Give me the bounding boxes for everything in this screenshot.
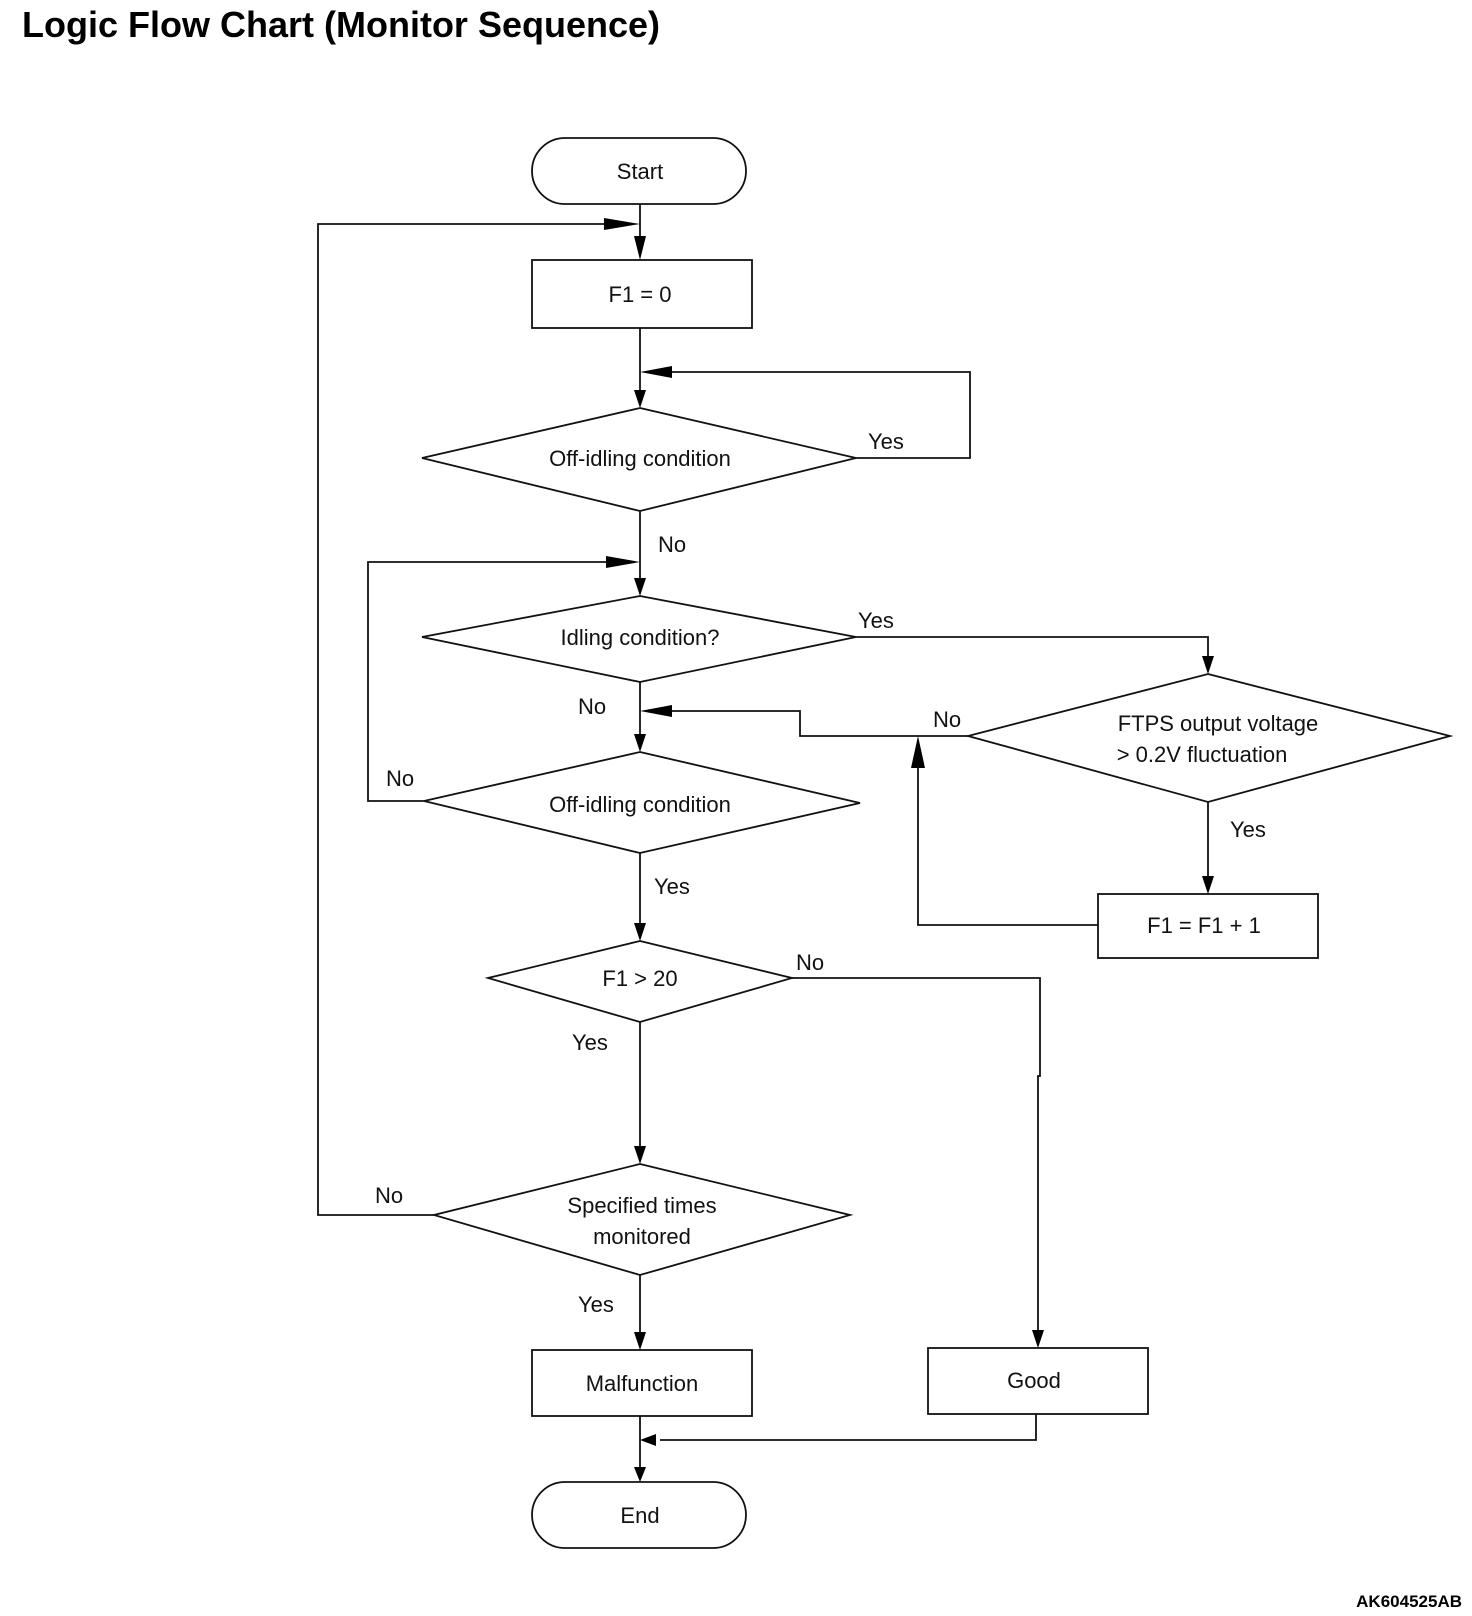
- node-f1-reset-label: F1 = 0: [609, 282, 672, 307]
- node-f1-gt-20-label: F1 > 20: [602, 966, 677, 991]
- arrow-loop-into-off-idling-2: [640, 705, 672, 717]
- arrow-into-increment: [1202, 876, 1214, 894]
- node-off-idling-1-label: Off-idling condition: [549, 446, 731, 471]
- node-idling: Idling condition?: [421, 595, 857, 683]
- connector-ftps-no: [660, 710, 968, 737]
- arrow-good-into-end-line: [640, 1434, 656, 1446]
- node-ftps-label-line2: > 0.2V fluctuation: [1117, 742, 1288, 767]
- arrow-into-off-idling-1: [634, 390, 646, 408]
- node-idling-label: Idling condition?: [560, 625, 719, 650]
- arrow-into-malfunction: [634, 1332, 646, 1350]
- page-title: Logic Flow Chart (Monitor Sequence): [22, 4, 660, 45]
- edge-label-off-idling-1-yes: Yes: [868, 429, 904, 454]
- edge-label-ftps-no: No: [933, 707, 961, 732]
- edge-labels: Yes No Yes No No Yes No Yes No Yes No Ye…: [375, 429, 1266, 1317]
- node-ftps: FTPS output voltage > 0.2V fluctuation: [964, 673, 1454, 803]
- node-off-idling-1: Off-idling condition: [421, 407, 857, 512]
- connector-increment-loop: [917, 760, 1098, 926]
- arrow-into-ftps: [1202, 656, 1214, 674]
- arrow-into-specified: [634, 1146, 646, 1164]
- node-f1-gt-20: F1 > 20: [484, 940, 796, 1023]
- edge-label-f1-gt-20-no: No: [796, 950, 824, 975]
- edge-label-off-idling-2-no: No: [386, 766, 414, 791]
- edge-label-f1-gt-20-yes: Yes: [572, 1030, 608, 1055]
- figure-id: AK604525AB: [1356, 1592, 1462, 1611]
- arrow-into-good: [1032, 1330, 1044, 1348]
- arrow-loop-into-idling: [606, 556, 640, 568]
- node-start: Start: [531, 137, 747, 205]
- node-start-label: Start: [617, 159, 663, 184]
- connector-off-idling-1-yes-loop: [660, 371, 971, 459]
- node-off-idling-2: Off-idling condition: [423, 751, 861, 854]
- connector-good-to-end: [660, 1408, 1037, 1441]
- arrow-into-end: [634, 1467, 646, 1482]
- edge-label-off-idling-1-no: No: [658, 532, 686, 557]
- node-malfunction: Malfunction: [531, 1349, 753, 1417]
- edge-label-ftps-yes: Yes: [1230, 817, 1266, 842]
- arrow-into-f1-gt-20: [634, 923, 646, 941]
- edge-label-idling-yes: Yes: [858, 608, 894, 633]
- node-good-label: Good: [1007, 1368, 1061, 1393]
- edge-label-off-idling-2-yes: Yes: [654, 874, 690, 899]
- node-end-label: End: [620, 1503, 659, 1528]
- arrow-loop-into-reset: [604, 218, 640, 230]
- connector-off-idling-2-no-loop: [367, 561, 616, 802]
- node-end: End: [531, 1481, 747, 1549]
- arrow-into-off-idling-2: [634, 734, 646, 752]
- node-specified-label-line2: monitored: [593, 1224, 691, 1249]
- node-f1-reset: F1 = 0: [531, 259, 753, 329]
- arrowheads: [604, 218, 1214, 1482]
- node-ftps-label-line1: FTPS output voltage: [1118, 711, 1319, 736]
- arrow-up-to-ftps-no-line: [911, 736, 925, 768]
- arrow-loop-into-off-idling-1: [640, 366, 672, 378]
- edge-label-idling-no: No: [578, 694, 606, 719]
- node-specified-label-line1: Specified times: [567, 1193, 716, 1218]
- node-f1-increment: F1 = F1 + 1: [1097, 893, 1319, 959]
- edge-label-specified-no: No: [375, 1183, 403, 1208]
- connectors: [317, 204, 1209, 1467]
- edge-label-specified-yes: Yes: [578, 1292, 614, 1317]
- connector-f1-gt-20-no: [792, 977, 1041, 1330]
- arrow-into-reset: [634, 236, 646, 260]
- node-malfunction-label: Malfunction: [586, 1371, 699, 1396]
- arrow-into-idling: [634, 578, 646, 596]
- node-f1-increment-label: F1 = F1 + 1: [1147, 913, 1261, 938]
- node-good: Good: [927, 1347, 1149, 1415]
- node-off-idling-2-label: Off-idling condition: [549, 792, 731, 817]
- node-specified: Specified times monitored: [430, 1163, 854, 1276]
- connector-idling-yes: [856, 636, 1209, 656]
- connector-specified-no-loop: [317, 223, 616, 1216]
